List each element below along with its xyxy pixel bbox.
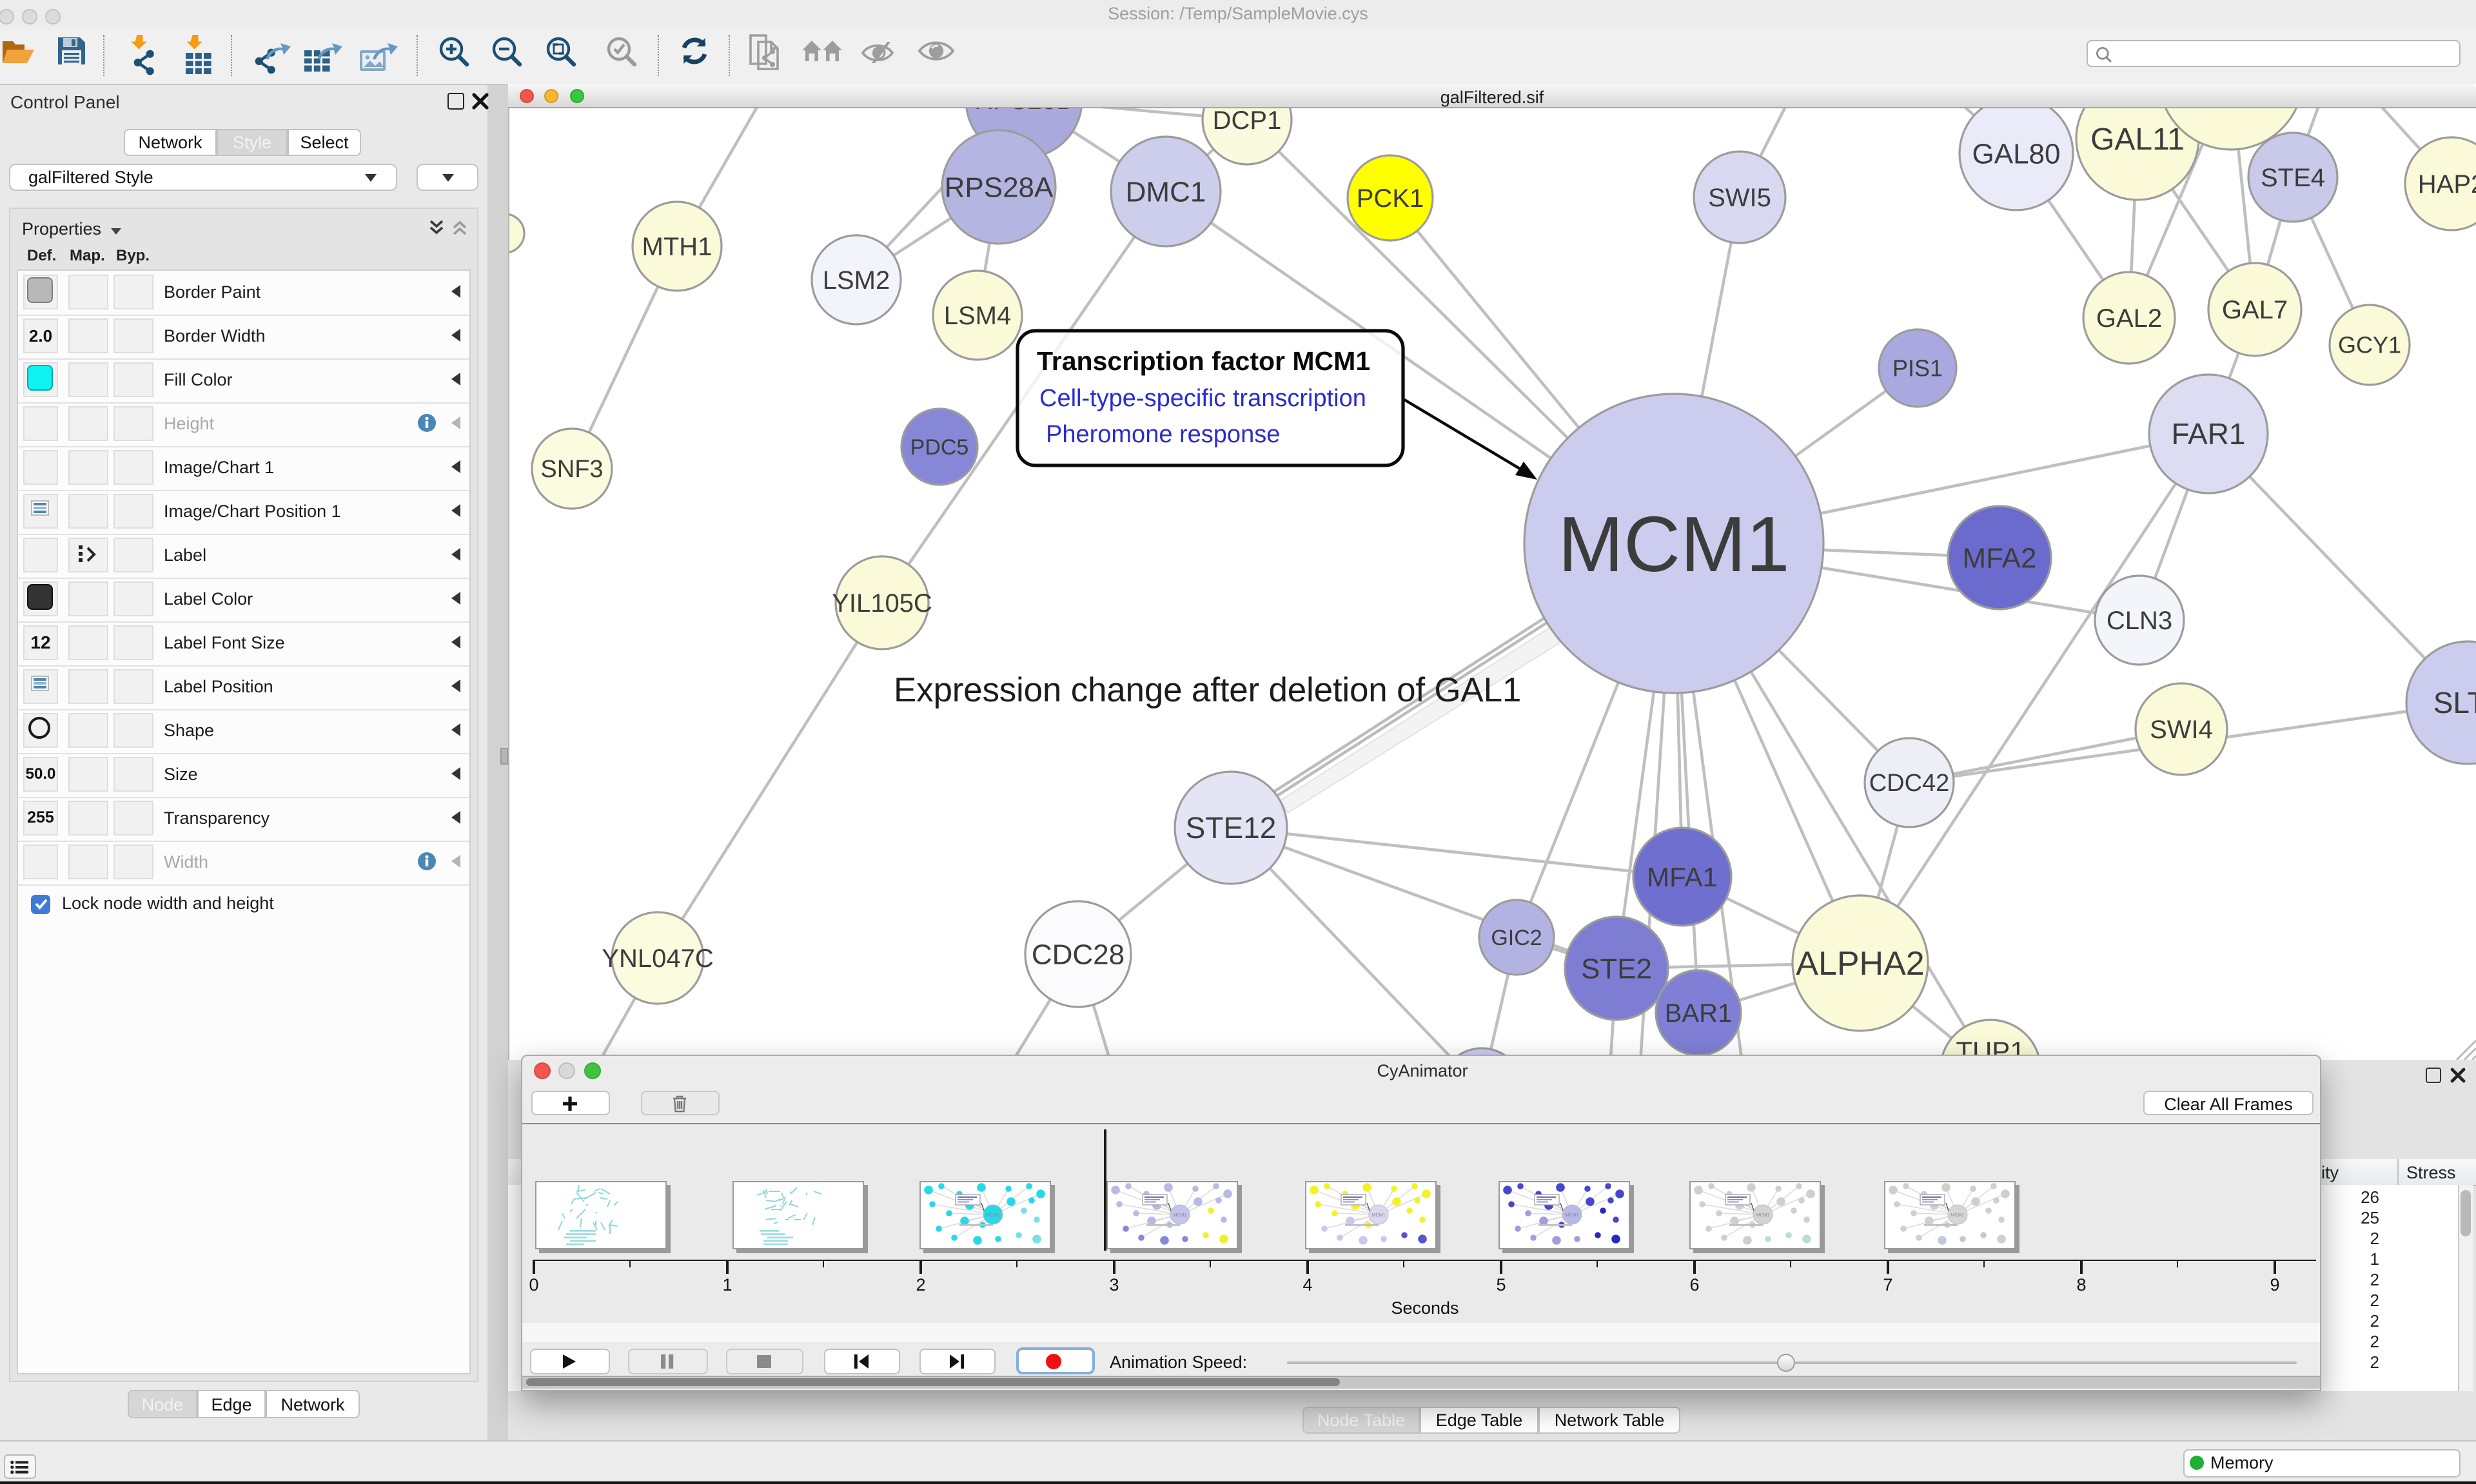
svg-text:HAP2: HAP2 [2418,170,2476,199]
svg-text:YNL047C: YNL047C [602,944,713,973]
svg-text:MTH1: MTH1 [642,233,712,261]
svg-text:PDC5: PDC5 [910,435,969,460]
svg-text:LSM2: LSM2 [823,266,890,295]
svg-text:MCM1: MCM1 [1558,500,1789,588]
svg-text:DMC1: DMC1 [1126,176,1206,208]
svg-text:MCM1: MCM1 [1950,1212,1963,1218]
svg-text:Cell-type-specific transcripti: Cell-type-specific transcription [1039,385,1366,412]
svg-text:Expression change after deleti: Expression change after deletion of GAL1 [894,671,1521,709]
svg-text:GAL2: GAL2 [2096,304,2162,333]
svg-text:MCM1: MCM1 [1756,1212,1769,1218]
svg-text:MCM1: MCM1 [986,1212,999,1218]
svg-text:SLT2: SLT2 [2433,686,2476,719]
svg-text:BAR1: BAR1 [1665,999,1733,1028]
svg-text:GIC2: GIC2 [1491,926,1542,950]
svg-text:ALPHA2: ALPHA2 [1796,945,1924,982]
svg-text:STE12: STE12 [1186,811,1277,845]
svg-text:CDC28: CDC28 [1032,939,1125,970]
svg-text:LSM4: LSM4 [944,302,1012,330]
svg-text:MCM1: MCM1 [1565,1212,1578,1218]
svg-text:STE4: STE4 [2261,164,2325,192]
svg-text:Transcription factor MCM1: Transcription factor MCM1 [1037,346,1370,376]
svg-text:Pheromone response: Pheromone response [1046,421,1280,448]
svg-text:MFA2: MFA2 [1963,542,2037,574]
svg-text:SNF3: SNF3 [540,456,603,483]
svg-text:GAL7: GAL7 [2222,296,2288,324]
svg-text:SWI4: SWI4 [2150,716,2213,744]
svg-text:CLN3: CLN3 [2107,607,2172,635]
svg-text:CDC42: CDC42 [1869,770,1950,797]
svg-text:RPS28B: RPS28B [974,108,1073,115]
svg-text:PCK1: PCK1 [1357,184,1424,213]
svg-text:FAR1: FAR1 [2171,417,2245,451]
svg-text:GAL80: GAL80 [1972,138,2061,170]
svg-text:YIL105C: YIL105C [832,589,932,618]
svg-text:RPS28A: RPS28A [945,171,1054,203]
svg-text:MFA1: MFA1 [1647,862,1718,892]
svg-text:SWI5: SWI5 [1708,184,1771,212]
svg-text:MCM1: MCM1 [1172,1212,1186,1218]
svg-text:MCM1: MCM1 [1371,1212,1385,1218]
svg-text:STE2: STE2 [1581,953,1652,984]
svg-text:DCP1: DCP1 [1213,108,1282,135]
svg-text:GCY1: GCY1 [2338,332,2401,358]
svg-text:PIS1: PIS1 [1892,355,1943,382]
svg-text:GAL11: GAL11 [2090,122,2185,157]
